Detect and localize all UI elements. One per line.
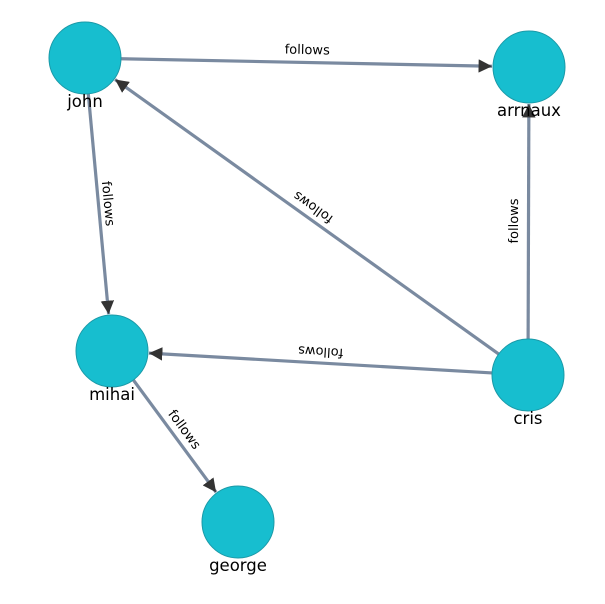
node-label-cris: cris (513, 409, 542, 428)
edge-john-to-mihai (86, 93, 115, 315)
node-arrnaux: arrnaux (492, 30, 566, 120)
edge-john-to-arrnaux (120, 57, 493, 73)
node-circle-mihai (75, 314, 149, 388)
node-george: george (201, 485, 275, 575)
node-john: john (48, 21, 122, 111)
edge-cris-to-john (114, 78, 500, 356)
node-circle-george (201, 485, 275, 559)
edge-label-cris-to-mihai: follows (298, 342, 344, 360)
edges-layer (86, 57, 536, 494)
edge-label-john-to-arrnaux: follows (285, 43, 331, 59)
edge-label-john-to-mihai: follows (98, 181, 117, 228)
edge-mihai-to-george (132, 379, 218, 494)
node-label-george: george (209, 556, 267, 575)
nodes-layer: john arrnaux mihai cris george (48, 21, 566, 575)
node-circle-john (48, 21, 122, 95)
node-circle-cris (491, 338, 565, 412)
node-label-arrnaux: arrnaux (497, 101, 561, 120)
edge-cris-to-arrnaux (522, 103, 536, 340)
node-label-john: john (66, 92, 103, 111)
node-label-mihai: mihai (89, 385, 135, 404)
node-circle-arrnaux (492, 30, 566, 104)
node-mihai: mihai (75, 314, 149, 404)
edge-cris-to-mihai (148, 347, 493, 375)
node-cris: cris (491, 338, 565, 428)
edge-label-cris-to-arrnaux: follows (507, 198, 522, 243)
